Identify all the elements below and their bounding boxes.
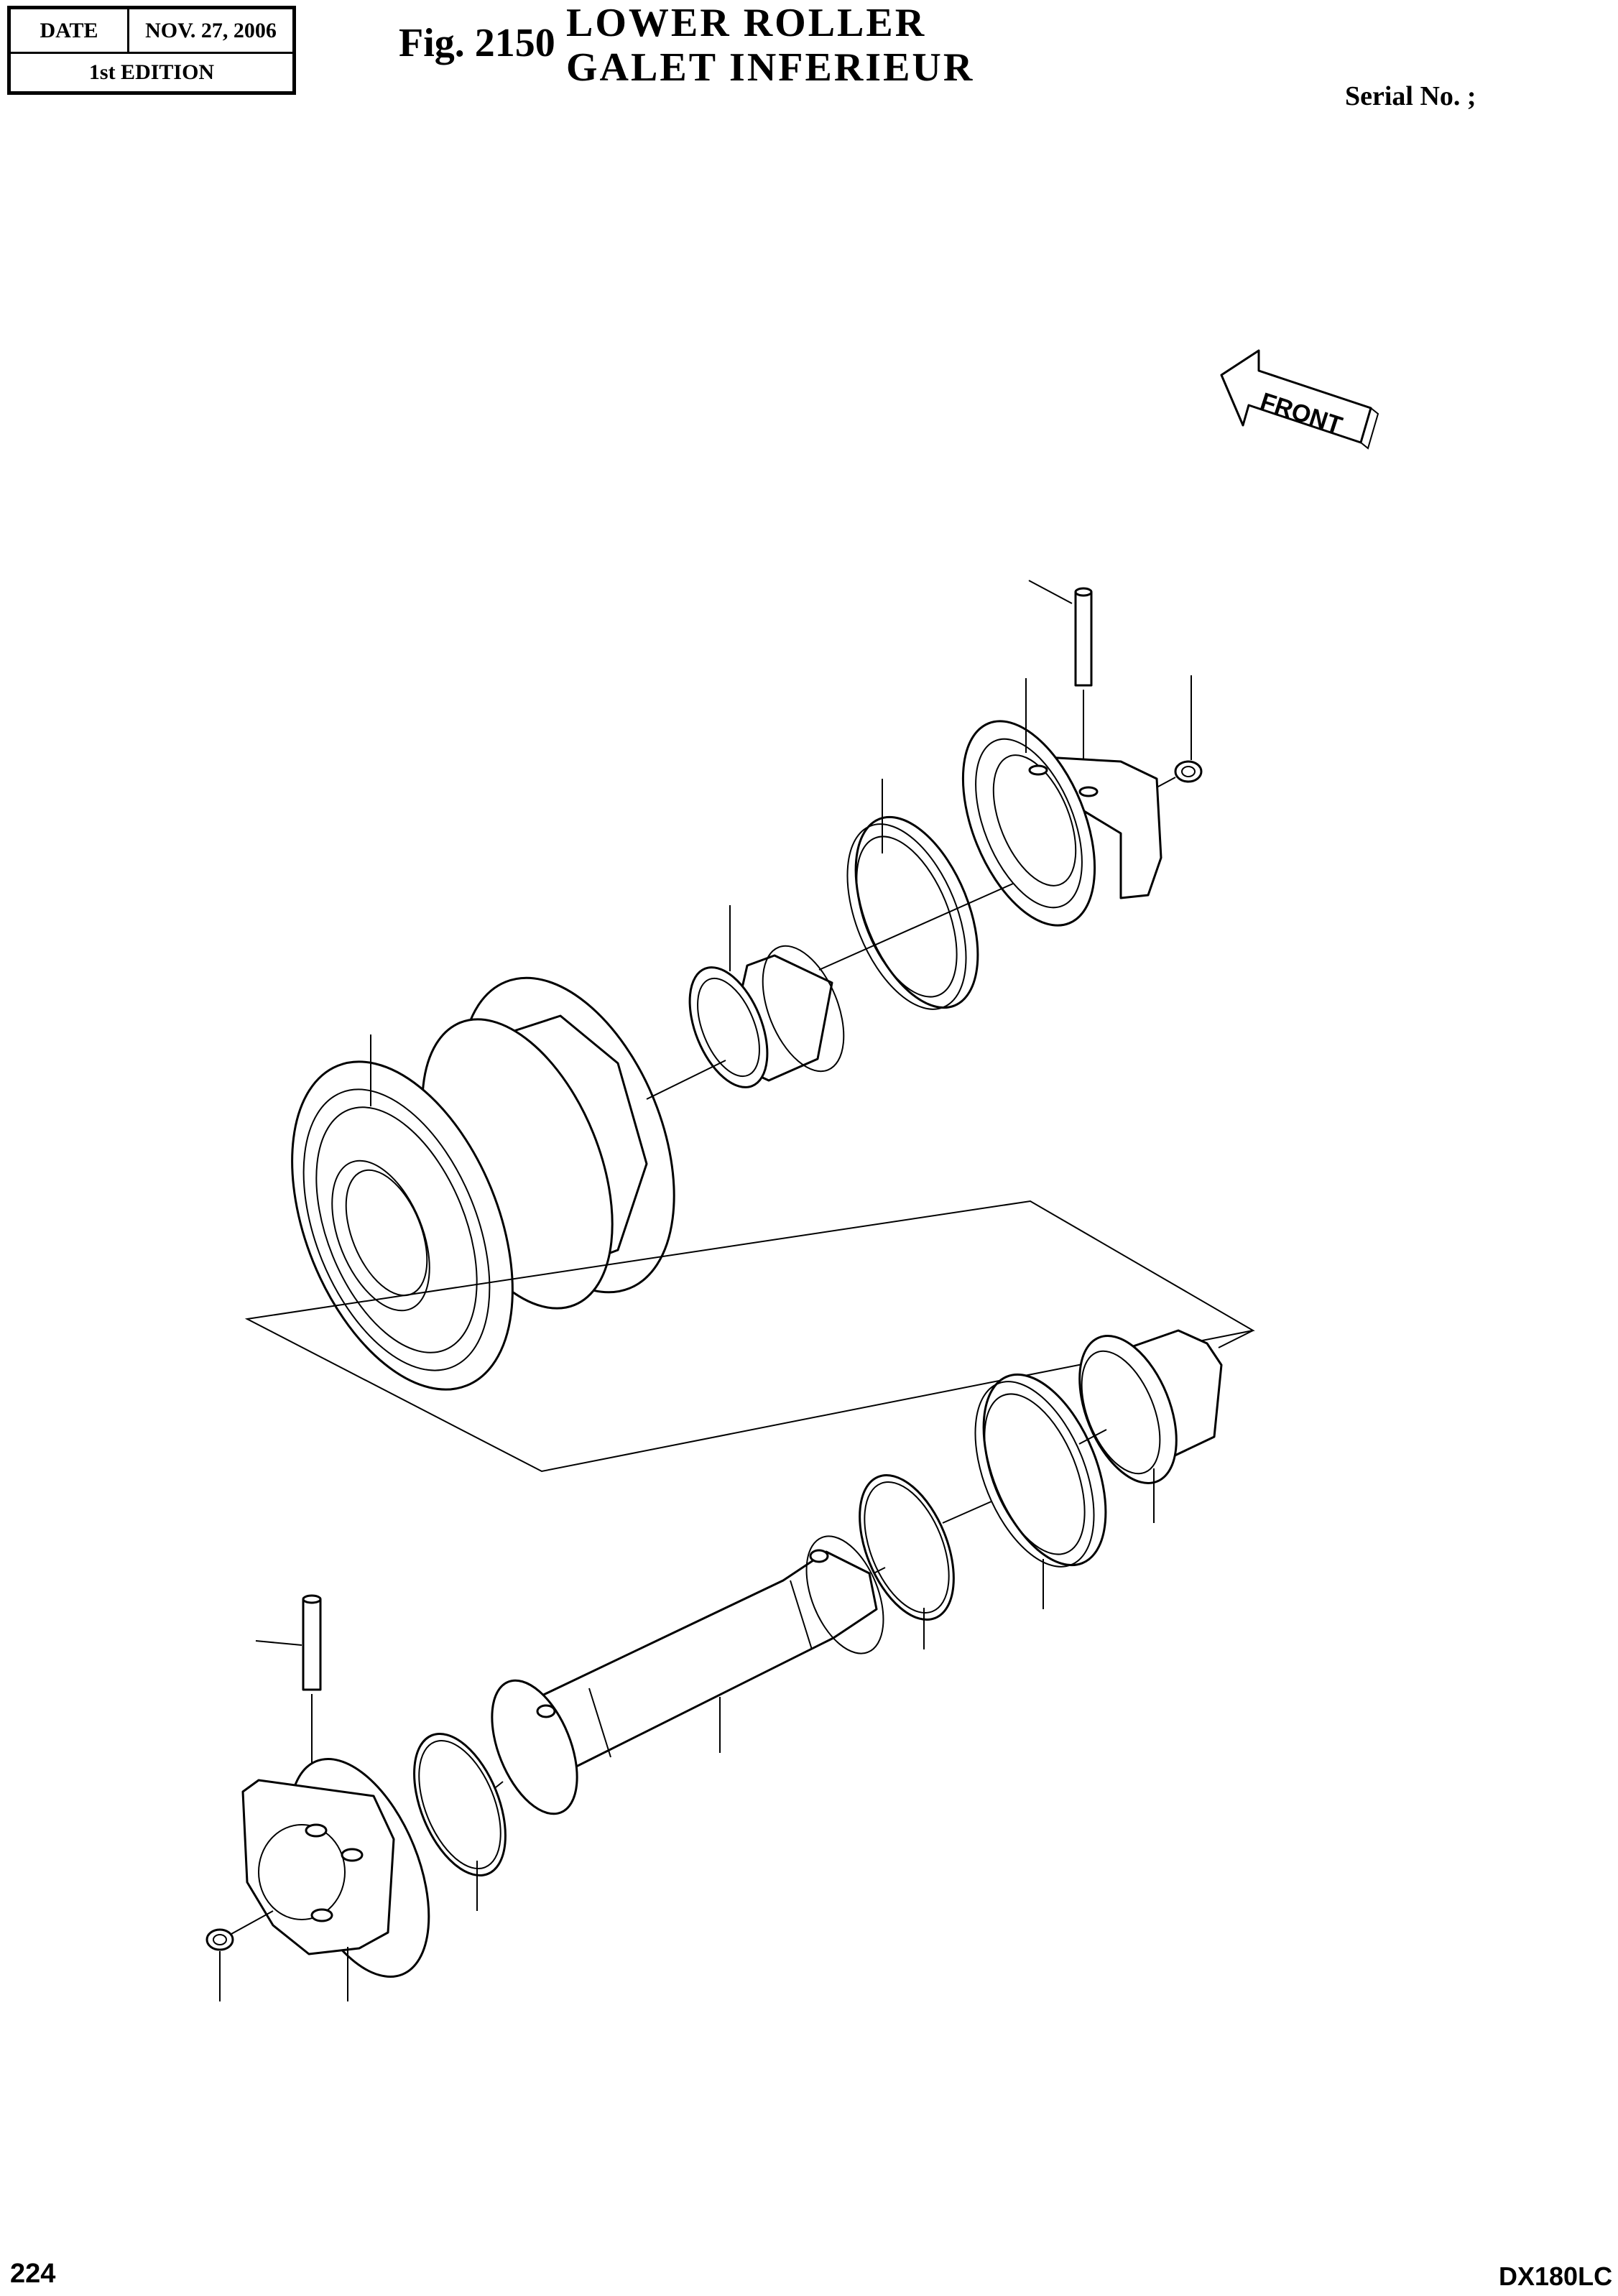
plug-upper <box>1157 675 1201 787</box>
pin-lower <box>256 1596 320 1796</box>
plug-lower <box>207 1911 273 2001</box>
collar-upper <box>936 678 1161 944</box>
edition-info-box: DATE NOV. 27, 2006 1st EDITION <box>7 6 296 95</box>
page-title-french: GALET INFERIEUR <box>566 45 975 90</box>
o-ring-right <box>841 1462 991 1649</box>
date-value: NOV. 27, 2006 <box>129 9 292 54</box>
figure-number: Fig. 2150 <box>399 21 555 65</box>
shaft <box>475 1525 899 1826</box>
edition-label: 1st EDITION <box>88 60 215 84</box>
pin-upper <box>1029 580 1091 783</box>
o-ring-left <box>396 1721 524 1911</box>
page-number: 224 <box>10 2259 56 2289</box>
roller-body <box>249 947 726 1422</box>
seal-ring-lower <box>951 1357 1130 1609</box>
model-code: DX180LC <box>1499 2262 1613 2291</box>
bushing-lower <box>1060 1322 1253 1523</box>
front-arrow-icon: FRONT <box>1221 351 1378 448</box>
page-title-english: LOWER ROLLER <box>566 1 927 45</box>
seal-ring-upper <box>819 779 1013 1026</box>
serial-number-label: Serial No. ; <box>1345 81 1476 111</box>
bushing-upper <box>674 905 860 1098</box>
collar-lower <box>243 1739 457 2001</box>
date-label: DATE <box>11 9 129 54</box>
